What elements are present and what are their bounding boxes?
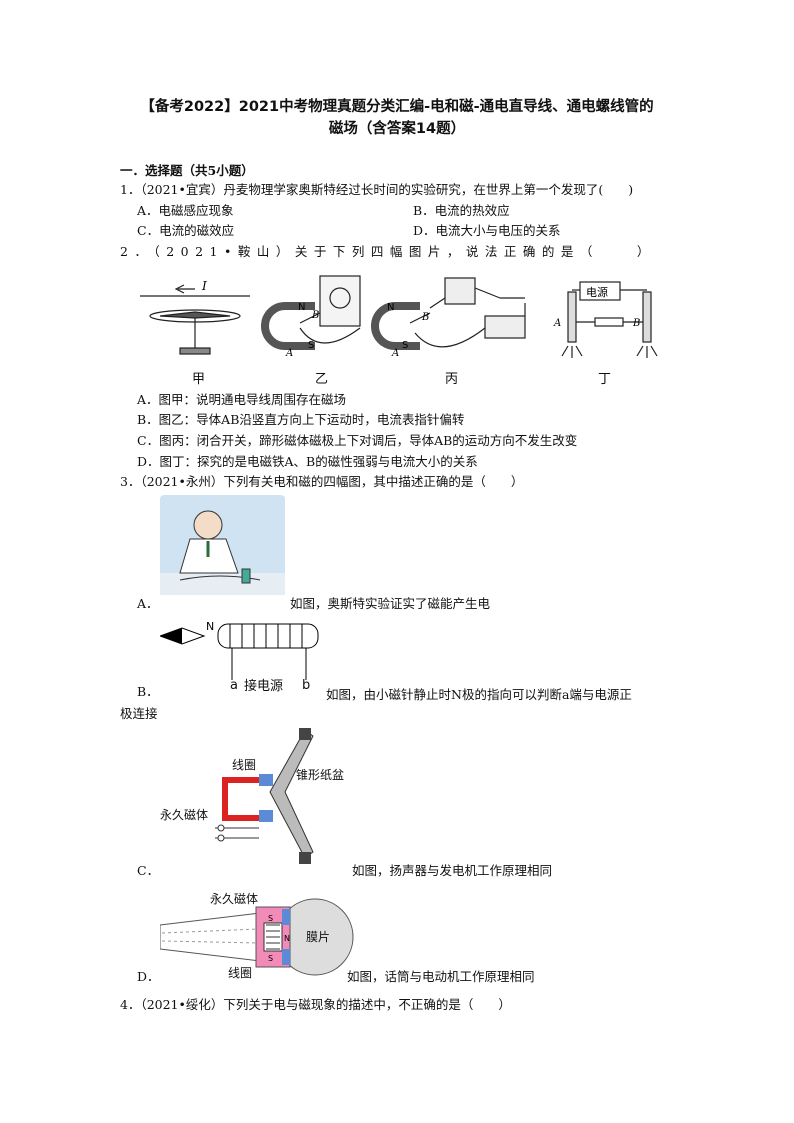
fig-label-jia: 甲 [192, 372, 206, 387]
fig-ding-b-label: B [632, 318, 640, 329]
q3-b-fig-power-label: 接电源 [244, 679, 284, 694]
q2-option-d: D．图丁：探究的是电磁铁A、B的磁性强弱与电流大小的关系 [137, 454, 478, 469]
fig-bing-b-label: B [421, 312, 429, 323]
q2-option-b: B．图乙：导体AB沿竖直方向上下运动时，电流表指针偏转 [137, 412, 465, 427]
q3-b-fig-b-label: b [302, 678, 311, 693]
q3-d-figure: S S N [160, 898, 354, 976]
fig-yi-a-label: A [285, 348, 293, 359]
q1-option-d: D．电流大小与电压的关系 [413, 223, 561, 238]
q3-option-b-prefix: B． [137, 684, 159, 699]
q3-d-fig-s-bottom: S [268, 954, 273, 963]
q2-option-c: C．图丙：闭合开关，蹄形磁体磁极上下对调后，导体AB的运动方向不发生改变 [137, 433, 578, 448]
q3-c-figure [215, 728, 314, 864]
page-title-line2: 磁场（含答案14题） [328, 121, 466, 137]
q3-option-b-text2: 极连接 [120, 706, 158, 721]
fig-ding-power-label: 电源 [586, 285, 608, 299]
fig-label-ding: 丁 [598, 372, 612, 387]
q3-a-figure [160, 495, 285, 595]
q3-b-figure: N [160, 620, 319, 680]
q1-option-c: C．电流的磁效应 [137, 223, 235, 238]
q1-option-a: A．电磁感应现象 [137, 203, 234, 218]
fig-bing-a-label: A [391, 348, 399, 359]
q3-d-fig-s-top: S [268, 914, 273, 923]
q3-c-fig-magnet-label: 永久磁体 [160, 808, 209, 822]
fig-yi-n-label: N [298, 302, 305, 313]
q2-stem: 2．（2021•鞍山）关于下列四幅图片，说法正确的是（ ） [120, 244, 656, 259]
q1-option-b: B．电流的热效应 [413, 203, 510, 218]
q3-option-d-prefix: D． [137, 969, 160, 984]
fig-label-yi: 乙 [315, 372, 329, 387]
q3-d-fig-magnet-label: 永久磁体 [210, 892, 259, 906]
fig-bing [371, 277, 526, 350]
q3-option-a-prefix: A． [137, 596, 159, 611]
q3-stem: 3．（2021•永州）下列有关电和磁的四幅图，其中描述正确的是（ ） [120, 474, 524, 489]
fig-label-bing: 丙 [445, 372, 459, 387]
q3-d-fig-coil-label: 线圈 [228, 966, 253, 980]
fig-jia-current-label: I [201, 279, 207, 293]
q3-option-a-text: 如图，奥斯特实验证实了磁能产生电 [290, 596, 491, 611]
q3-option-d-text: 如图，话筒与电动机工作原理相同 [347, 969, 535, 984]
page-title: 【备考2022】2021中考物理真题分类汇编-电和磁-通电直导线、通电螺线管的 [140, 99, 654, 115]
q3-c-fig-cone-label: 锥形纸盆 [296, 768, 345, 782]
q2-figures: I N S B A N S B A 电源 A B [140, 275, 658, 359]
q3-b-fig-a-label: a [230, 678, 238, 693]
fig-ding [561, 281, 658, 358]
q1-stem: 1．（2021•宜宾）丹麦物理学家奥斯特经过长时间的实验研究，在世界上第一个发现… [120, 182, 634, 197]
fig-ding-a-label: A [553, 318, 561, 329]
q3-d-fig-membrane-label: 膜片 [306, 930, 331, 944]
fig-yi [261, 275, 361, 350]
q3-d-fig-n-label: N [284, 934, 290, 943]
q3-option-c-prefix: C． [137, 863, 160, 878]
q3-option-b-text: 如图，由小磁针静止时N极的指向可以判断a端与电源正 [326, 687, 632, 702]
q4-stem: 4．（2021•绥化）下列关于电与磁现象的描述中，不正确的是（ ） [120, 997, 511, 1012]
fig-bing-s-label: S [402, 340, 408, 351]
fig-jia [140, 284, 250, 355]
q3-c-fig-coil-label: 线圈 [232, 758, 257, 772]
fig-yi-b-label: B [311, 310, 319, 321]
q3-option-c-text: 如图，扬声器与发电机工作原理相同 [352, 863, 553, 878]
section-header: 一．选择题（共5小题） [120, 163, 254, 178]
q2-option-a: A．图甲：说明通电导线周围存在磁场 [137, 392, 347, 407]
q3-b-fig-n-label: N [206, 620, 214, 633]
fig-yi-s-label: S [308, 340, 314, 351]
fig-bing-n-label: N [387, 302, 394, 313]
